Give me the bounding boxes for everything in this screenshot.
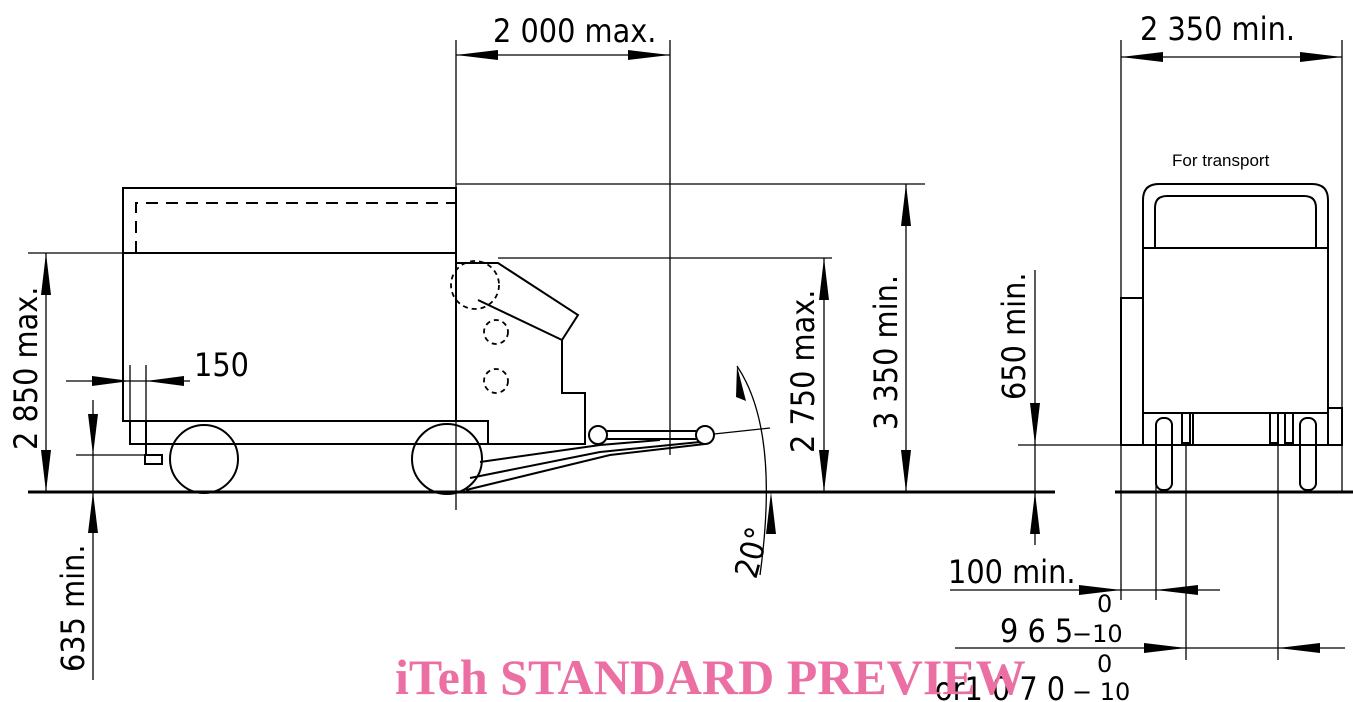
dim-track-a-tol-upper: 0 — [1097, 590, 1112, 618]
vehicle-side-view — [122, 187, 771, 495]
dim-track-b-tol-lower: − 10 — [1072, 678, 1130, 702]
dim-width-side: 2 000 max. — [493, 12, 656, 50]
dim-clearance-end: 650 min. — [995, 272, 1033, 400]
end-view-note: For transport — [1172, 151, 1270, 170]
drawbar — [465, 425, 771, 491]
dim-setback: 150 — [194, 346, 249, 384]
dim-height-left: 2 850 max. — [7, 287, 45, 450]
dim-width-end: 2 350 min. — [1140, 10, 1295, 48]
watermark: iTeh STANDARD PREVIEW — [395, 649, 1026, 702]
dim-track-a: 9 6 5 — [1000, 612, 1073, 650]
dim-track-offset: 100 min. — [948, 553, 1076, 591]
dim-ground-clearance: 635 min. — [54, 544, 92, 672]
end-dimension-lines — [950, 40, 1345, 660]
side-dimension-lines — [28, 40, 925, 680]
dim-track-a-tol-lower: −10 — [1072, 620, 1123, 648]
dim-angle: 20° — [727, 523, 777, 582]
rear-wheel — [169, 424, 239, 494]
dim-height-mid: 2 750 max. — [784, 290, 822, 453]
front-wheel — [411, 423, 483, 495]
dim-track-b-tol-upper: 0 — [1097, 650, 1112, 678]
dim-track-b: or1 0 7 0 — [935, 670, 1065, 702]
vehicle-end-view — [1120, 183, 1343, 491]
dim-height-overall: 3 350 min. — [867, 275, 905, 430]
